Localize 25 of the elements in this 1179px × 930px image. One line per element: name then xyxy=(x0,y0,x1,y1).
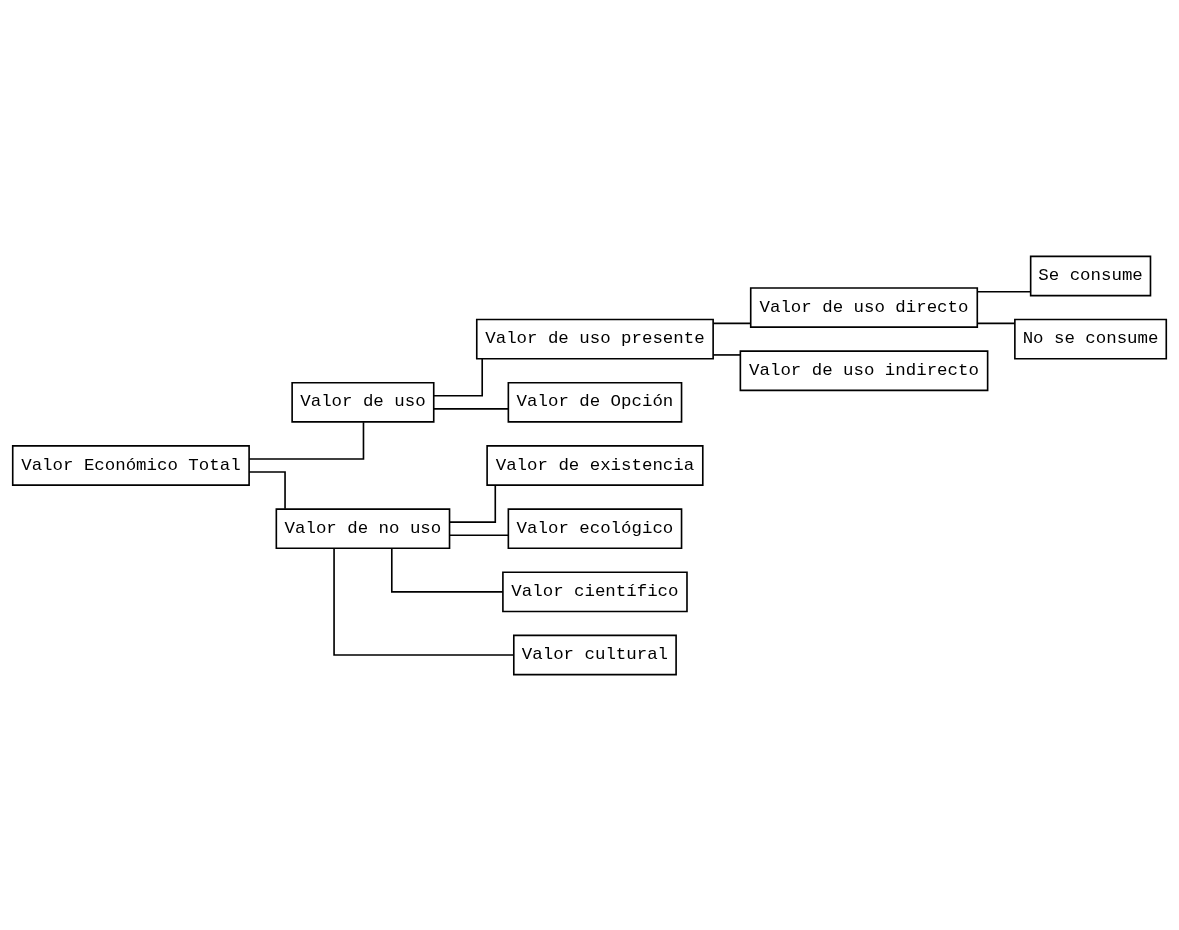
connector xyxy=(333,547,515,656)
node-box: No se consume xyxy=(1014,318,1168,360)
connector xyxy=(976,322,1016,324)
node-box: Valor de Opción xyxy=(507,381,683,423)
connector xyxy=(248,420,365,460)
connector xyxy=(433,357,484,397)
node-box: Valor de uso directo xyxy=(749,286,979,328)
connector xyxy=(448,533,510,536)
node-box: Valor de uso xyxy=(291,381,435,423)
node-box: Valor científico xyxy=(502,570,688,612)
node-box: Valor Económico Total xyxy=(11,444,250,486)
node-box: Valor cultural xyxy=(512,634,677,675)
connector xyxy=(390,547,504,593)
connector xyxy=(448,484,497,523)
node-box: Valor de uso presente xyxy=(475,318,714,360)
node-box: Valor de no uso xyxy=(275,507,451,549)
connector xyxy=(976,290,1032,293)
node-box: Valor de uso indirecto xyxy=(739,349,989,391)
connector xyxy=(712,353,741,356)
connector xyxy=(248,470,286,510)
node-box: Valor ecológico xyxy=(507,507,683,549)
connector xyxy=(433,407,509,410)
node-box: Se consume xyxy=(1029,255,1152,296)
connector xyxy=(712,322,752,324)
node-box: Valor de existencia xyxy=(486,444,704,486)
